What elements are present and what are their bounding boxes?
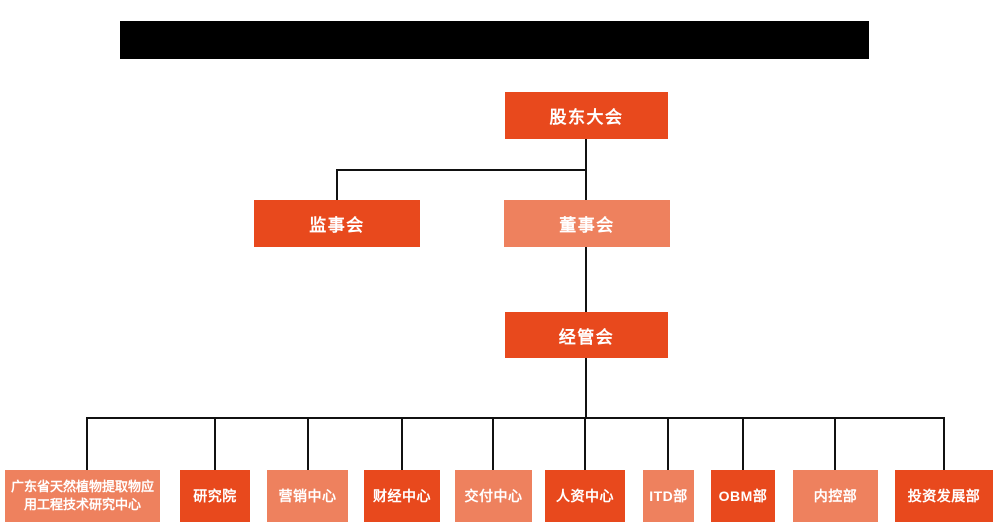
connector-drop-itd-dept	[667, 417, 669, 470]
connector-drop-research-institute	[214, 417, 216, 470]
node-supervisory-board: 监事会	[254, 200, 420, 247]
connector-drop-research-center	[86, 417, 88, 470]
connector-drop-obm-dept	[742, 417, 744, 470]
node-investment-development-dept: 投资发展部	[895, 470, 993, 522]
connector-drop-internal-control-dept	[834, 417, 836, 470]
node-shareholders-meeting: 股东大会	[505, 92, 668, 139]
connector-branch-horizontal	[336, 169, 587, 171]
connector-management-to-bus	[585, 358, 587, 417]
node-finance-center: 财经中心	[364, 470, 440, 522]
node-internal-control-dept: 内控部	[793, 470, 878, 522]
connector-drop-marketing-center	[307, 417, 309, 470]
node-board-of-directors: 董事会	[504, 200, 670, 247]
node-management-committee: 经管会	[505, 312, 668, 358]
node-itd-dept: ITD部	[643, 470, 694, 522]
node-hr-center: 人资中心	[545, 470, 625, 522]
connector-bus-horizontal	[86, 417, 945, 419]
node-obm-dept: OBM部	[711, 470, 775, 522]
redacted-title-bar	[120, 21, 869, 59]
node-research-center: 广东省天然植物提取物应用工程技术研究中心	[5, 470, 160, 522]
connector-drop-investment-development-dept	[943, 417, 945, 470]
connector-drop-delivery-center	[492, 417, 494, 470]
connector-drop-finance-center	[401, 417, 403, 470]
connector-drop-hr-center	[584, 417, 586, 470]
connector-board-to-management	[585, 247, 587, 312]
connector-drop-supervisory-board	[336, 169, 338, 200]
node-marketing-center: 营销中心	[267, 470, 348, 522]
node-delivery-center: 交付中心	[455, 470, 532, 522]
node-research-institute: 研究院	[180, 470, 250, 522]
